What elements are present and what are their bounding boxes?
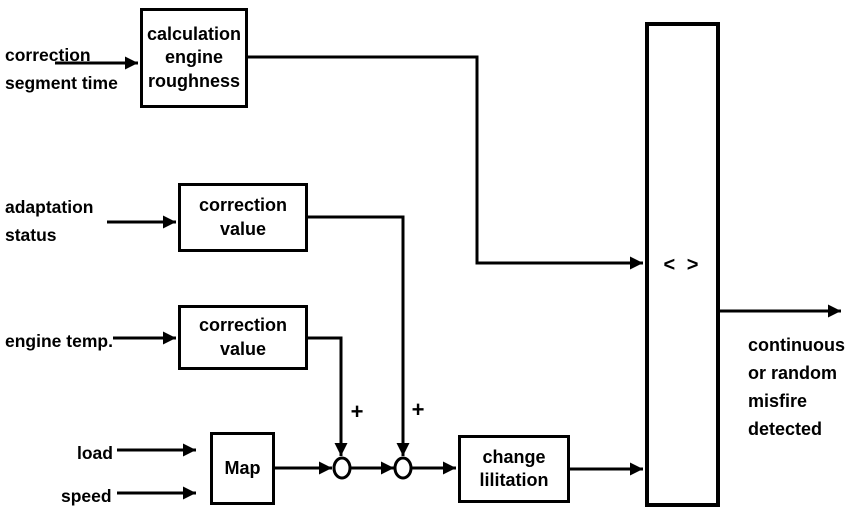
arrow-calculation-to-comparator <box>248 55 643 270</box>
block-change-limitation: change lilitation <box>458 435 570 503</box>
label-correction-segment-time: correction segment time <box>5 45 118 93</box>
label-engine-temp: engine temp. <box>5 331 113 351</box>
summing-junction-1 <box>332 456 352 480</box>
block-comparator: < > <box>645 22 720 507</box>
arrow-correction1-to-sum2 <box>308 215 410 456</box>
label-load: load <box>77 443 113 463</box>
block-correction-value-engine-temp: correction value <box>178 305 308 370</box>
label-speed: speed <box>61 486 112 506</box>
summing-junction-2 <box>393 456 413 480</box>
block-calculation-engine-roughness: calculation engine roughness <box>140 8 248 108</box>
label-output-misfire-detected: continuous or random misfire detected <box>748 335 845 439</box>
label-adaptation-status: adaptation status <box>5 197 94 245</box>
plus-sign-2: + <box>411 397 425 422</box>
block-correction-value-adaptation: correction value <box>178 183 308 252</box>
arrow-correction2-to-sum1 <box>308 336 348 456</box>
block-map: Map <box>210 432 275 505</box>
plus-sign-1: + <box>350 399 364 424</box>
